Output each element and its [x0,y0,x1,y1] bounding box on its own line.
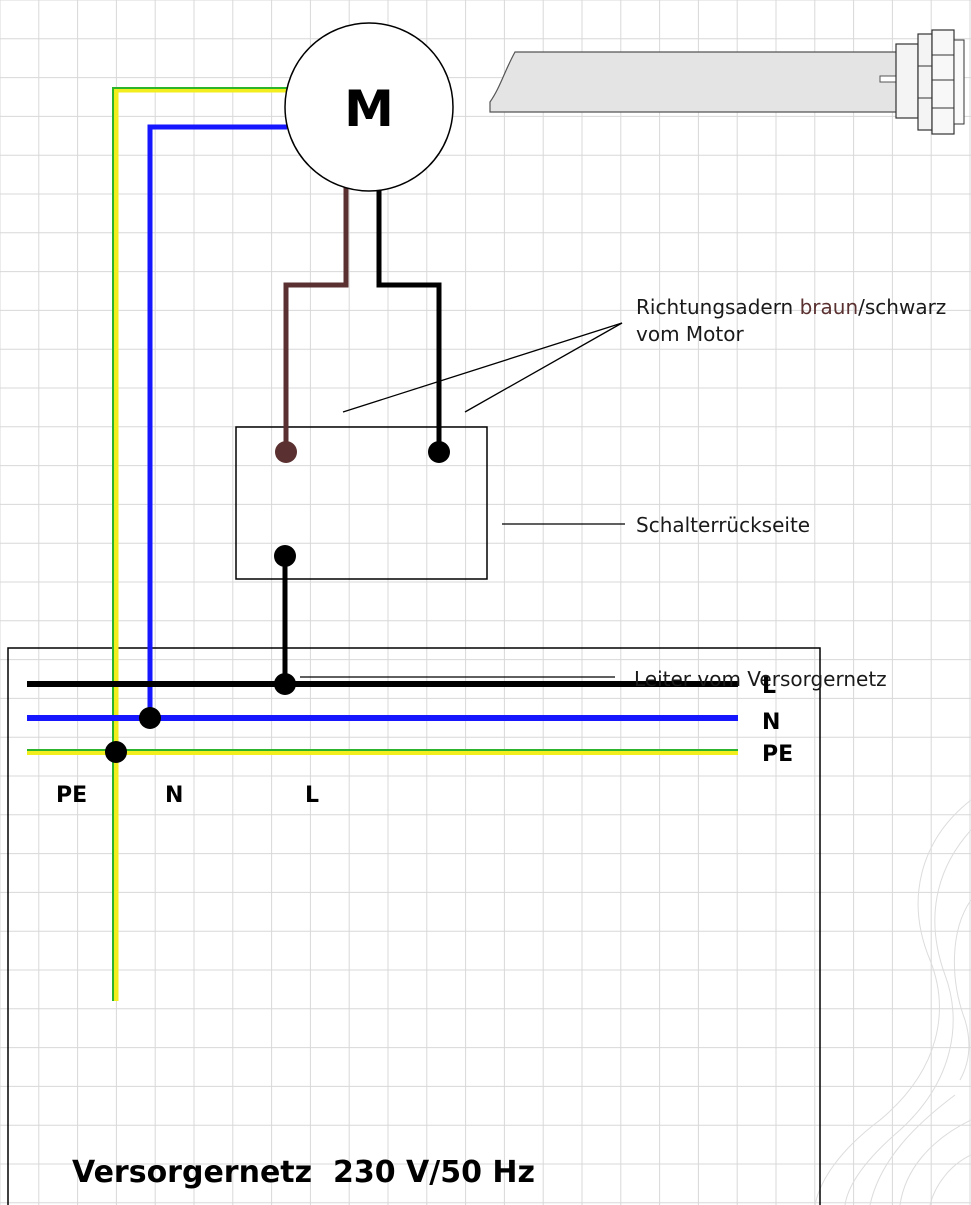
l-wire-label: L [305,783,319,808]
bus-n-label: N [762,710,780,735]
l-terminal-dot [274,545,296,567]
direction-wires-annotation: Richtungsadern braun/schwarz [636,295,946,319]
brown-terminal-dot [275,441,297,463]
pe-wire-label: PE [56,783,87,808]
supply-box [7,647,821,1205]
direction-wires-annotation-line2: vom Motor [636,322,744,346]
bus-pe [27,749,738,755]
pe-wire [112,87,287,1001]
bus-l-junction-dot [274,673,296,695]
supply-label: Versorgernetz 230 V/50 Hz [72,1155,535,1190]
bus-pe-label: PE [762,742,793,767]
bus-pe-junction-dot [105,741,127,763]
n-wire [147,124,287,718]
tubular-motor-illustration [489,29,965,135]
motor-label: M [344,80,394,138]
supply-conductor-annotation: Leiter vom Versorgernetz [634,667,887,691]
bus-l-label: L [762,674,776,699]
switch-back-box [235,426,488,580]
bus-n-junction-dot [139,707,161,729]
black-direction-wire [376,184,442,452]
black-terminal-dot [428,441,450,463]
n-wire-label: N [165,783,183,808]
switch-back-annotation: Schalterrückseite [636,513,810,537]
annotation-leaders [300,322,625,678]
motor-circle [284,22,454,192]
brown-word: braun [800,295,859,319]
brown-direction-wire [283,184,349,452]
decorative-watermark [814,799,971,1205]
